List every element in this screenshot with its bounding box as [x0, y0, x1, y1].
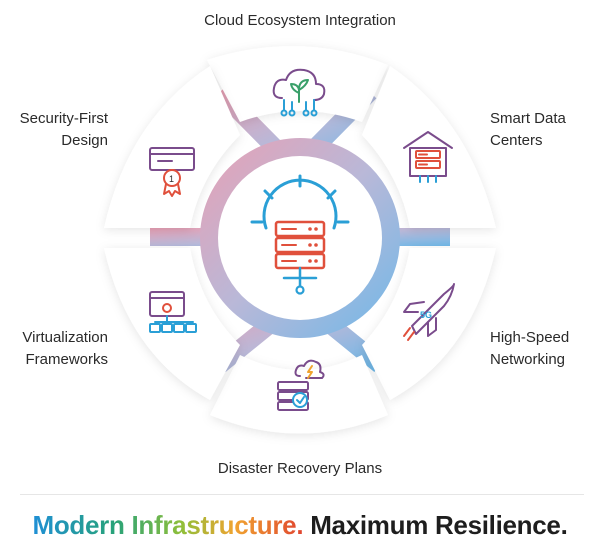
label-networking: High-Speed Networking: [490, 329, 570, 368]
backup-server-icon: [277, 359, 325, 411]
tagline: Modern Infrastructure. Maximum Resilienc…: [0, 508, 600, 542]
certificate-icon: 1: [149, 147, 195, 197]
data-center-icon: [403, 131, 453, 183]
virtualization-network-icon: [149, 291, 197, 333]
label-cloud: Cloud Ecosystem Integration: [204, 12, 396, 29]
cloud-tree-icon: [272, 68, 326, 117]
tagline-part2: Maximum Resilience.: [310, 510, 568, 540]
5g-badge-text: 5G: [420, 310, 432, 320]
rocket-5g-icon: 5G: [403, 283, 455, 341]
petal-cloud: [207, 46, 388, 122]
svg-text:1: 1: [169, 174, 174, 184]
label-security: Security-First Design: [19, 110, 108, 149]
label-datacenter: Smart Data Centers: [490, 110, 566, 149]
tagline-part1: Modern Infrastructure.: [32, 510, 304, 540]
divider: [20, 494, 584, 495]
label-recovery: Disaster Recovery Plans: [217, 460, 383, 477]
gear-server-icon: [250, 174, 350, 295]
label-virtualization: Virtualization Frameworks: [22, 329, 108, 368]
